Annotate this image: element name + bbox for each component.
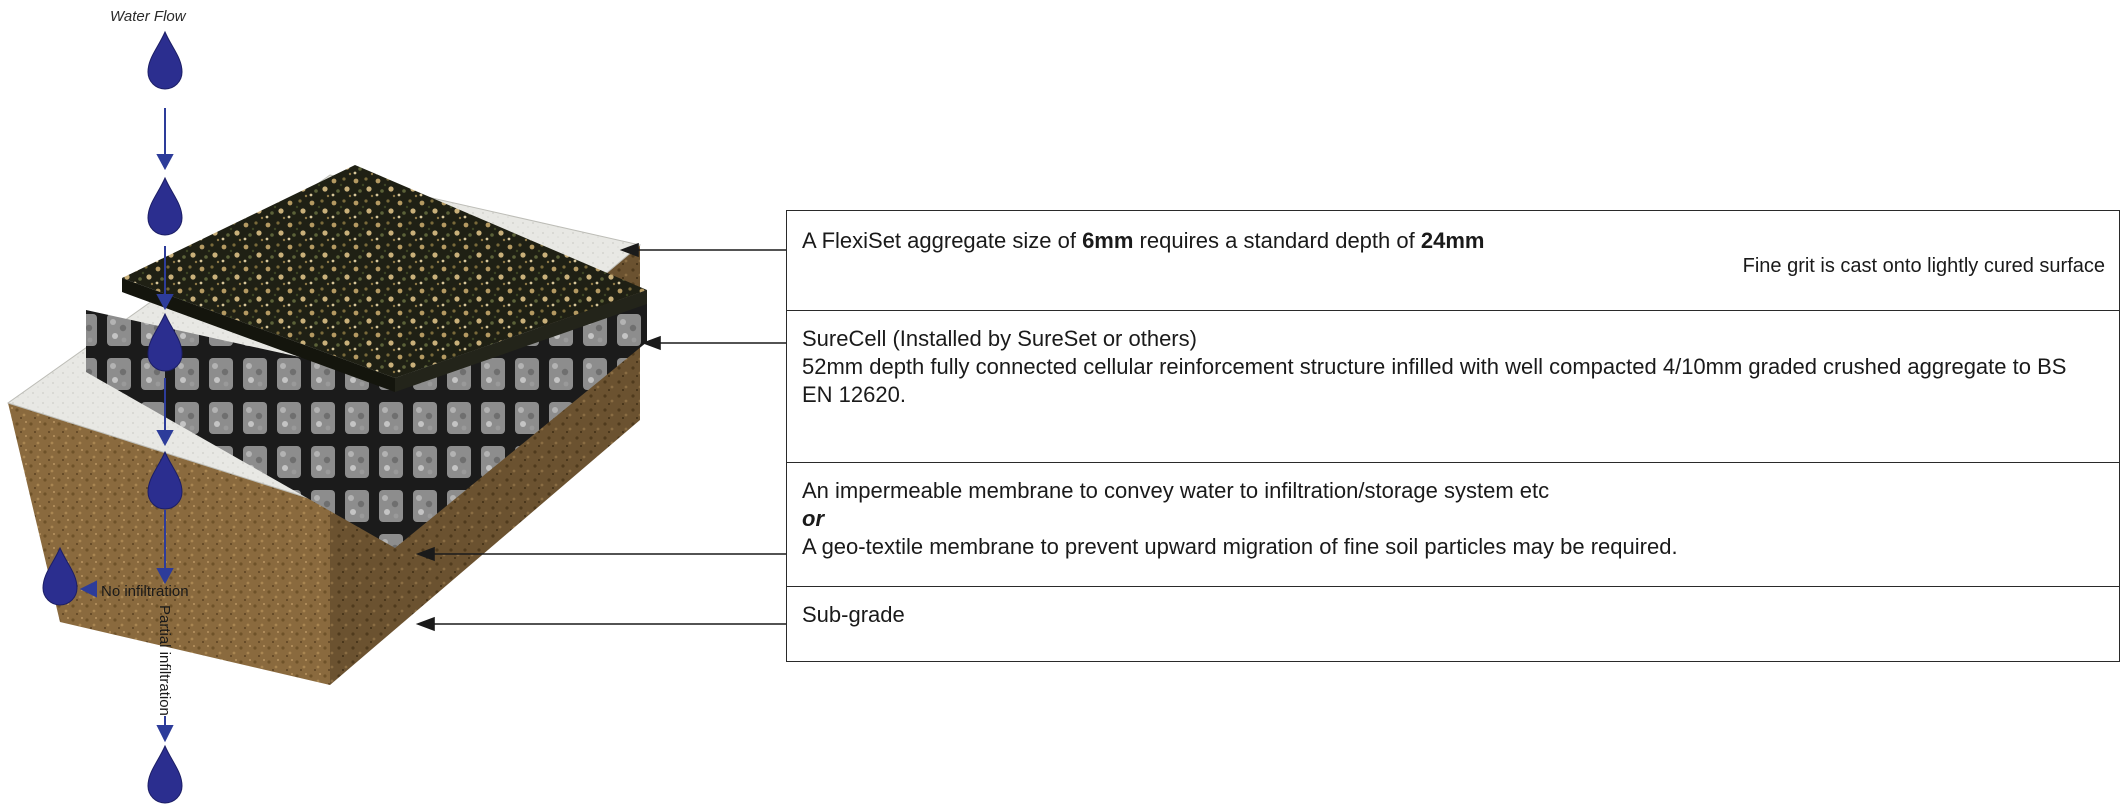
flexiset-grit-note: Fine grit is cast onto lightly cured sur… [1742, 255, 2105, 277]
flexiset-layer [122, 165, 647, 392]
flow-arrowhead-5 [156, 725, 174, 743]
water-drop-icon [147, 312, 183, 372]
water-drop-icon [147, 450, 183, 510]
surecell-row: SureCell (Installed by SureSet or others… [787, 311, 2119, 463]
water-drop-icon [42, 546, 78, 606]
flexiset-description: A FlexiSet aggregate size of 6mm require… [787, 211, 2119, 255]
subgrade-label: Sub-grade [802, 602, 905, 627]
flexiset-text-prefix: A FlexiSet aggregate size of [802, 228, 1083, 253]
no-infiltration-arrowhead [79, 580, 97, 598]
flow-arrowhead-2 [156, 294, 174, 311]
flow-arrowhead-1 [156, 154, 174, 171]
membrane-option-geotextile: A geo-textile membrane to prevent upward… [802, 534, 1678, 559]
water-drop-icon [147, 176, 183, 236]
flexiset-top-face [122, 165, 647, 378]
flexiset-front-edge [122, 278, 395, 392]
flexiset-row: A FlexiSet aggregate size of 6mm require… [787, 211, 2119, 311]
subgrade-front-face [8, 403, 330, 685]
layer-description-table: A FlexiSet aggregate size of 6mm require… [786, 210, 2120, 662]
membrane-option-impermeable: An impermeable membrane to convey water … [802, 478, 1550, 503]
aggregate-size-value: 6mm [1082, 228, 1134, 253]
surecell-title: SureCell (Installed by SureSet or others… [802, 326, 1197, 351]
standard-depth-value: 24mm [1420, 228, 1485, 253]
water-flow-label: Water Flow [110, 8, 187, 25]
water-drop-icon [147, 30, 183, 90]
flexiset-side-edge [395, 290, 647, 392]
flexiset-text-middle: requires a standard depth of [1133, 228, 1421, 253]
flow-arrowhead-3 [156, 430, 174, 447]
partial-infiltration-label: Partial infiltration [156, 605, 173, 716]
subgrade-row: Sub-grade [787, 587, 2119, 663]
surecell-description: 52mm depth fully connected cellular rein… [802, 354, 2067, 407]
flow-arrowhead-4 [156, 568, 174, 585]
water-drop-icon [147, 744, 183, 804]
no-infiltration-label: No infiltration [101, 583, 189, 600]
pavement-cross-section-illustration: Water Flow No infiltration Partial infil… [6, 8, 647, 804]
membrane-row: An impermeable membrane to convey water … [787, 463, 2119, 587]
surecell-side-face [395, 290, 647, 548]
membrane-or-label: or [802, 506, 824, 531]
